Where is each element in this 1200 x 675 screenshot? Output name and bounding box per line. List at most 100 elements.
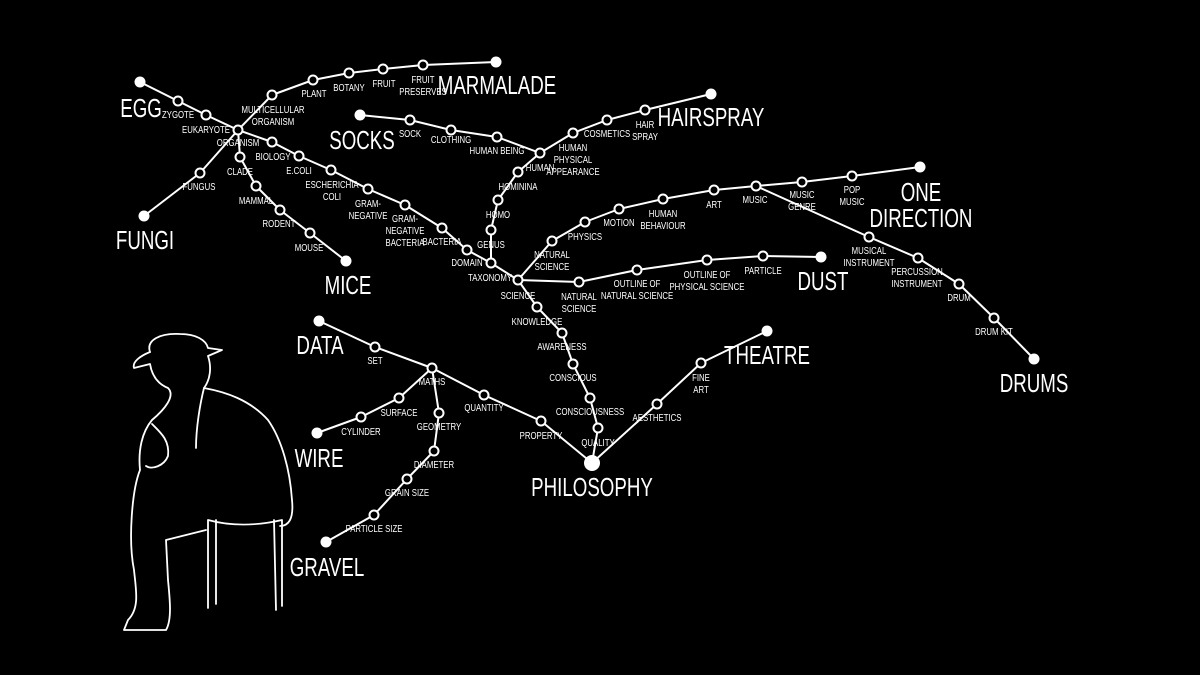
label-egg: EGG: [120, 93, 162, 123]
node-mice[interactable]: [340, 255, 352, 267]
node-escherichia[interactable]: [325, 164, 337, 176]
node-gramneg[interactable]: [362, 183, 374, 195]
node-quality[interactable]: [592, 422, 604, 434]
label-popmusic: POP: [844, 184, 860, 195]
node-property[interactable]: [535, 415, 547, 427]
node-mammal[interactable]: [250, 180, 262, 192]
node-conscious[interactable]: [567, 358, 579, 370]
node-fruit[interactable]: [377, 63, 389, 75]
node-biology[interactable]: [266, 136, 278, 148]
node-outlineps[interactable]: [701, 254, 713, 266]
node-mouse[interactable]: [304, 227, 316, 239]
node-knowledge[interactable]: [531, 301, 543, 313]
node-organism[interactable]: [232, 124, 244, 136]
node-zygote[interactable]: [172, 95, 184, 107]
node-hairspraynode[interactable]: [639, 104, 651, 116]
edge-surface-cylinder: [360, 397, 400, 418]
node-consciousness[interactable]: [584, 392, 596, 404]
node-eukaryote[interactable]: [200, 109, 212, 121]
node-cylinder[interactable]: [355, 411, 367, 423]
node-botany[interactable]: [343, 67, 355, 79]
node-bacteria[interactable]: [436, 222, 448, 234]
label-mice: MICE: [325, 270, 372, 300]
node-humanbeing[interactable]: [491, 131, 503, 143]
node-art[interactable]: [708, 184, 720, 196]
label-particle: PARTICLE: [744, 265, 781, 276]
node-onedirection[interactable]: [914, 161, 926, 173]
node-cosmetics[interactable]: [601, 114, 613, 126]
node-science[interactable]: [512, 274, 524, 286]
label-botany: BOTANY: [333, 82, 364, 93]
node-musicgenre[interactable]: [796, 176, 808, 188]
node-gravel[interactable]: [320, 536, 332, 548]
edge-fineart-theatre: [700, 330, 768, 364]
node-theatre[interactable]: [761, 325, 773, 337]
label-science: SCIENCE: [501, 290, 536, 301]
node-fungus[interactable]: [194, 167, 206, 179]
node-fungi[interactable]: [138, 210, 150, 222]
node-particle[interactable]: [757, 250, 769, 262]
node-hpa[interactable]: [567, 127, 579, 139]
node-egg[interactable]: [134, 76, 146, 88]
node-ecoli[interactable]: [293, 150, 305, 162]
node-surface[interactable]: [393, 392, 405, 404]
label-zygote: ZYGOTE: [162, 109, 194, 120]
edge-science-natsci1: [517, 240, 553, 281]
node-human[interactable]: [534, 147, 546, 159]
node-wire[interactable]: [311, 427, 323, 439]
node-fineart[interactable]: [695, 357, 707, 369]
node-rodent[interactable]: [274, 204, 286, 216]
node-quantity[interactable]: [478, 389, 490, 401]
node-musicalinstrument[interactable]: [863, 231, 875, 243]
node-hairspray[interactable]: [705, 88, 717, 100]
edge-popmusic-onedirection: [851, 166, 921, 177]
label-plant: PLANT: [301, 88, 327, 99]
node-gramnegbact[interactable]: [399, 199, 411, 211]
label-mammal: MAMMAL: [239, 195, 273, 206]
node-marmalade[interactable]: [490, 56, 502, 68]
node-hominina[interactable]: [512, 166, 524, 178]
node-data[interactable]: [313, 315, 325, 327]
node-humbeh[interactable]: [657, 193, 669, 205]
node-clothing[interactable]: [445, 124, 457, 136]
edge-gramnegbact-bacteria: [404, 204, 443, 229]
edge-organism-multicellular: [237, 94, 273, 131]
node-popmusic[interactable]: [846, 170, 858, 182]
node-multicellular[interactable]: [266, 89, 278, 101]
node-grainsize[interactable]: [401, 473, 413, 485]
label-dust: DUST: [798, 266, 849, 296]
node-drum[interactable]: [953, 278, 965, 290]
edge-property-philosophy: [540, 420, 593, 464]
node-drums[interactable]: [1028, 353, 1040, 365]
node-socks[interactable]: [354, 109, 366, 121]
node-particlesize[interactable]: [368, 509, 380, 521]
label-eukaryote: EUKARYOTE: [182, 124, 230, 135]
label-ecoli: E.COLI: [286, 165, 312, 176]
node-clade[interactable]: [234, 151, 246, 163]
node-domain[interactable]: [461, 244, 473, 256]
node-natsci2[interactable]: [573, 276, 585, 288]
node-drumkit[interactable]: [988, 312, 1000, 324]
node-plant[interactable]: [307, 74, 319, 86]
node-homo[interactable]: [492, 194, 504, 206]
node-awareness[interactable]: [556, 327, 568, 339]
node-aesthetics[interactable]: [651, 398, 663, 410]
node-outlinens[interactable]: [631, 264, 643, 276]
node-music[interactable]: [750, 180, 762, 192]
node-fruitpreserves[interactable]: [417, 59, 429, 71]
node-percussion[interactable]: [912, 252, 924, 264]
node-maths[interactable]: [426, 362, 438, 374]
node-dust[interactable]: [815, 251, 827, 263]
node-motion[interactable]: [613, 203, 625, 215]
node-geometry[interactable]: [433, 407, 445, 419]
node-natsci1[interactable]: [546, 235, 558, 247]
node-physics[interactable]: [579, 216, 591, 228]
label-hominina: HOMININA: [499, 181, 538, 192]
node-genus[interactable]: [485, 224, 497, 236]
label-drums: DRUMS: [1000, 368, 1069, 398]
node-diameter[interactable]: [428, 445, 440, 457]
node-set[interactable]: [369, 341, 381, 353]
node-taxonomy[interactable]: [485, 257, 497, 269]
node-sock[interactable]: [404, 114, 416, 126]
node-philosophy[interactable]: [584, 455, 600, 471]
